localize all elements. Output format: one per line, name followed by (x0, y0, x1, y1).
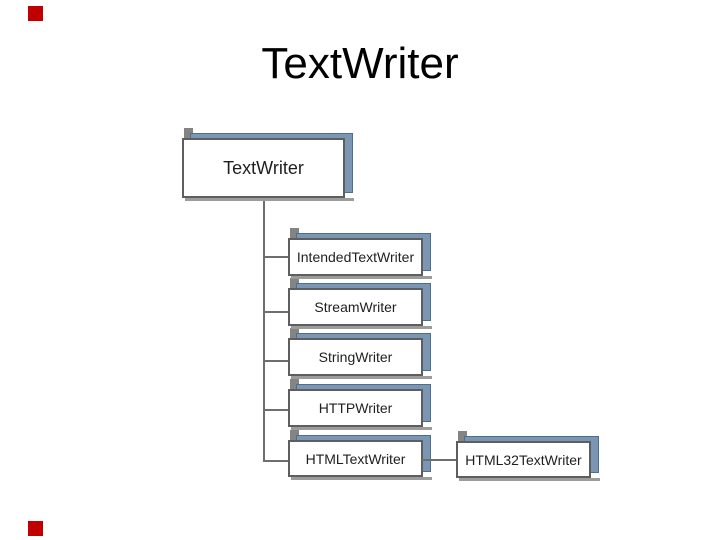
node-label-intendedtextwriter: IntendedTextWriter (288, 238, 423, 276)
node-bottom-shadow (291, 276, 432, 279)
node-label-stringwriter: StringWriter (288, 338, 423, 376)
node-html32textwriter: HTML32TextWriter (456, 431, 600, 481)
node-bottom-shadow (185, 198, 354, 201)
node-intendedtextwriter: IntendedTextWriter (288, 228, 432, 279)
node-gray-notch (290, 228, 299, 238)
node-label-htmltextwriter: HTMLTextWriter (288, 440, 423, 477)
node-gray-notch (290, 278, 299, 288)
node-gray-notch (458, 431, 467, 441)
node-gray-notch (290, 430, 299, 440)
connector-stub-streamwriter (263, 311, 289, 313)
red-corner-marker-top (28, 6, 43, 21)
node-bottom-shadow (291, 326, 432, 329)
connector-stub-intendedtextwriter (263, 256, 289, 258)
node-bottom-shadow (291, 477, 432, 480)
red-corner-marker-bottom (28, 521, 43, 536)
node-label-httpwriter: HTTPWriter (288, 389, 423, 427)
node-bottom-shadow (291, 427, 432, 430)
connector-stub-htmltextwriter (263, 460, 289, 462)
trunk-connector-line (263, 197, 265, 462)
node-label-streamwriter: StreamWriter (288, 288, 423, 326)
node-textwriter: TextWriter (182, 128, 354, 201)
slide-title: TextWriter (261, 39, 459, 88)
node-bottom-shadow (459, 478, 600, 481)
node-httpwriter: HTTPWriter (288, 379, 432, 430)
node-label-html32textwriter: HTML32TextWriter (456, 441, 591, 478)
node-label-textwriter: TextWriter (182, 138, 345, 198)
node-stringwriter: StringWriter (288, 328, 432, 379)
connector-stub-httpwriter (263, 409, 289, 411)
node-bottom-shadow (291, 376, 432, 379)
node-gray-notch (290, 328, 299, 338)
html32-connector-line (422, 459, 456, 461)
node-gray-notch (290, 379, 299, 389)
node-htmltextwriter: HTMLTextWriter (288, 430, 432, 480)
node-gray-notch (184, 128, 193, 138)
connector-stub-stringwriter (263, 360, 289, 362)
node-streamwriter: StreamWriter (288, 278, 432, 329)
